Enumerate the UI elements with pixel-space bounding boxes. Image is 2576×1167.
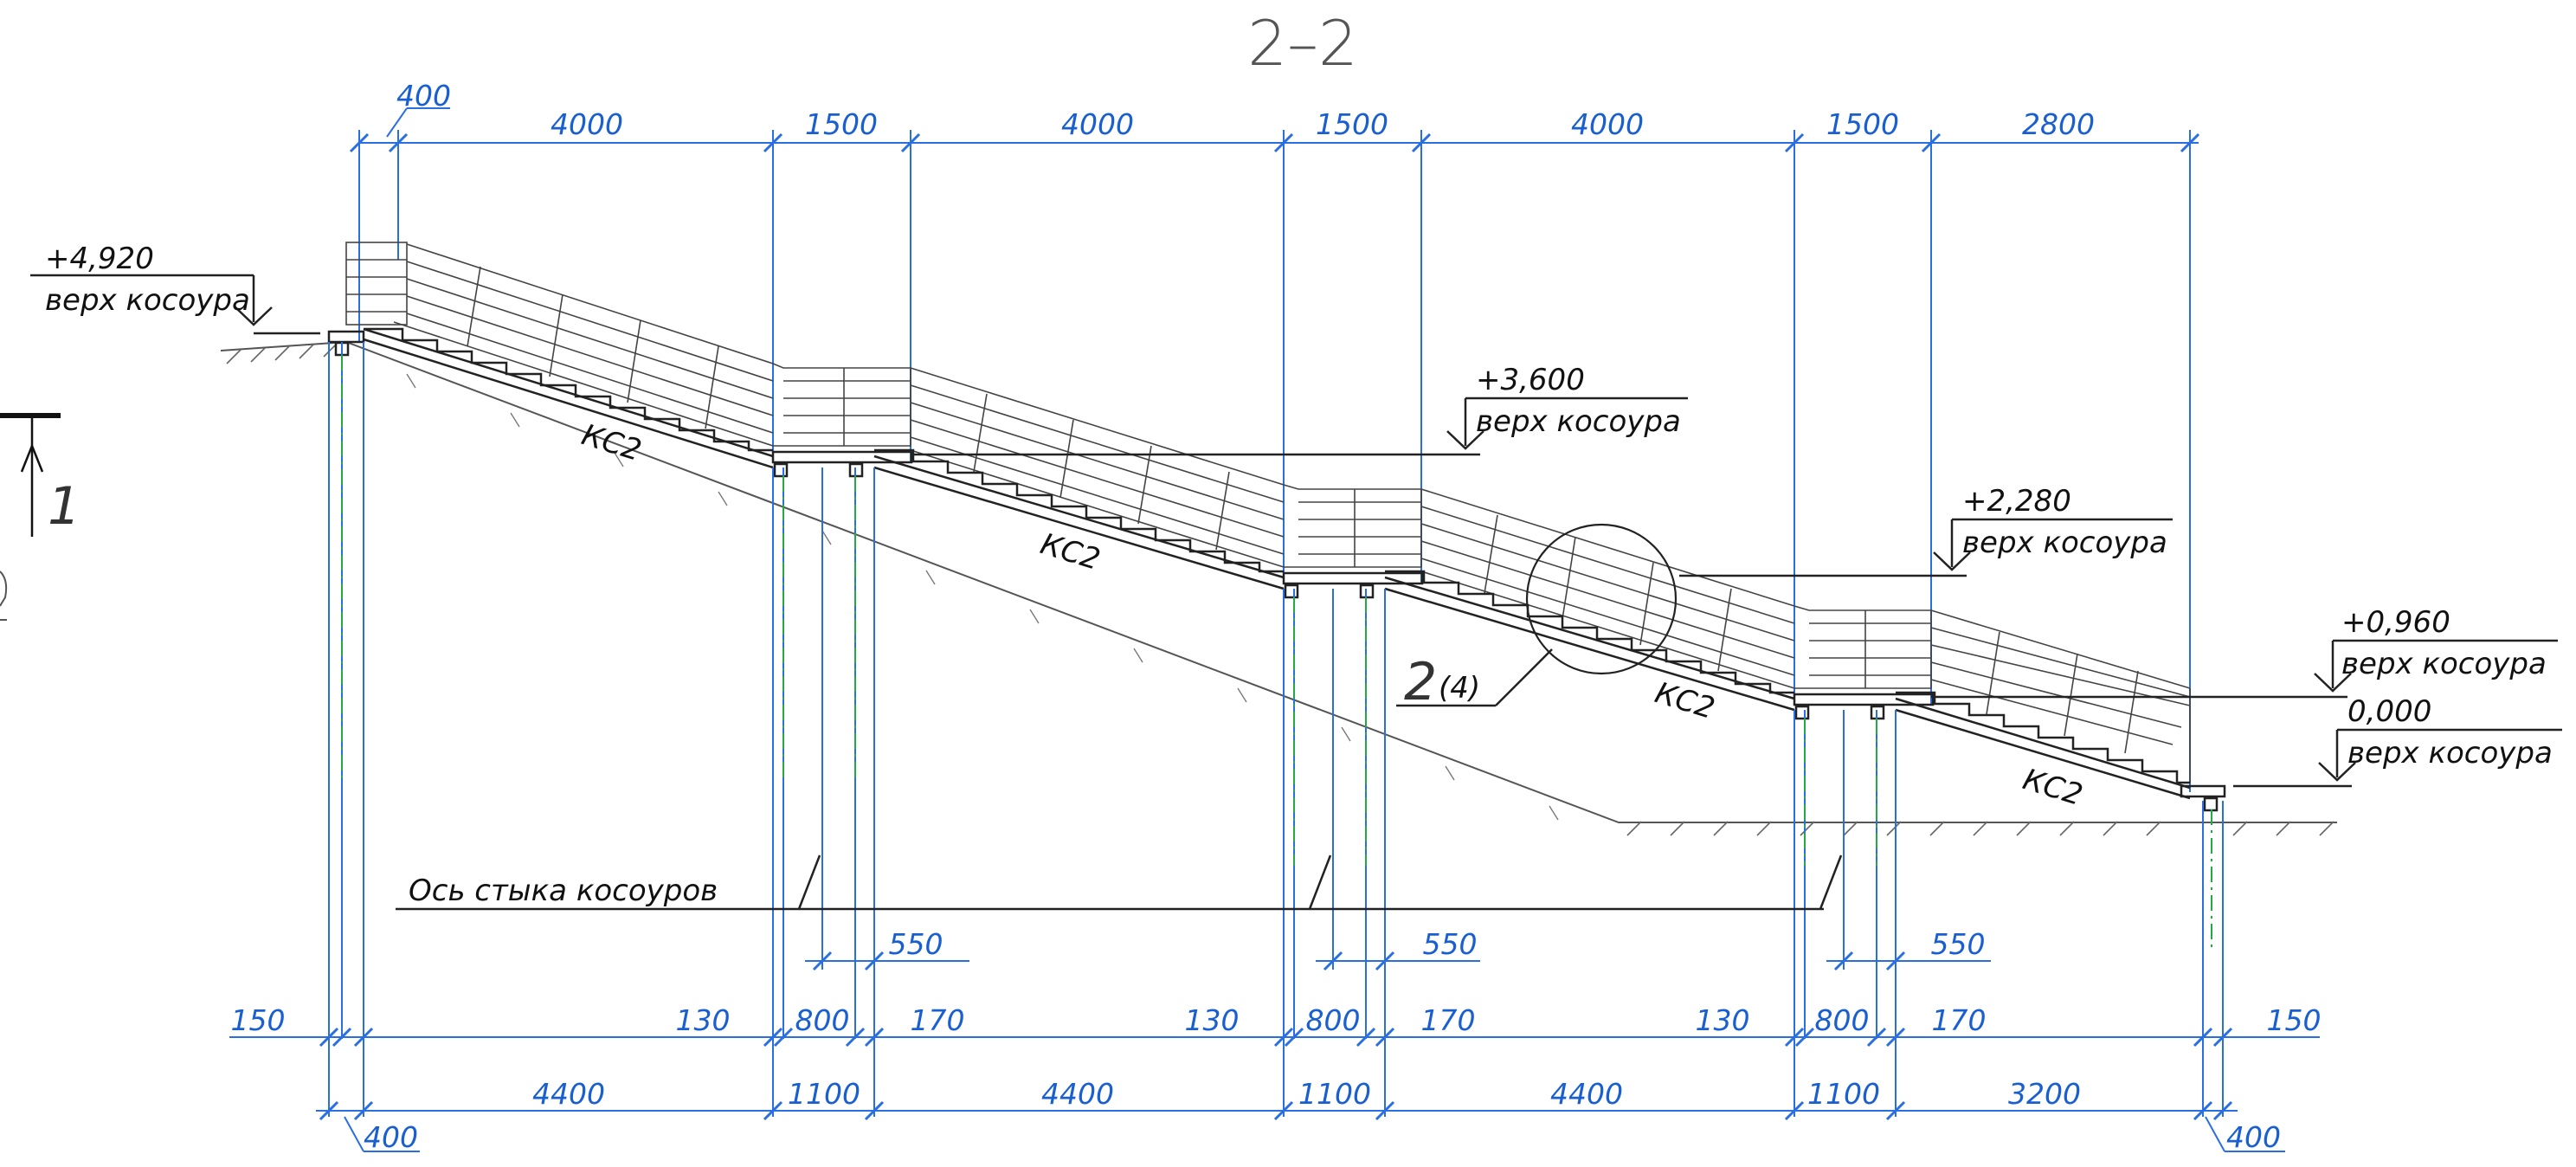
elevation-note: верх косоура xyxy=(2341,647,2547,681)
support-width: 550 xyxy=(1423,927,1478,961)
top-dim-span: 4000 xyxy=(1061,107,1134,141)
elevation-value: +3,600 xyxy=(1476,363,1585,397)
stringer-mark: КС2 xyxy=(1651,675,1718,726)
detail-dim: 170 xyxy=(1421,1003,1476,1037)
detail-dim: 170 xyxy=(911,1003,965,1037)
section-cut-mark: 1 xyxy=(0,413,80,621)
detail-callout-sheet: (4) xyxy=(1439,671,1480,706)
support-width: 550 xyxy=(1931,927,1986,961)
stair-railing xyxy=(345,242,2191,783)
detail-dim: 150 xyxy=(231,1003,286,1037)
detail-dim: 170 xyxy=(1932,1003,1987,1037)
support-width: 550 xyxy=(889,927,943,961)
stringer-mark: КС2 xyxy=(2019,762,2086,813)
support-width-dims: 550 550 550 xyxy=(805,927,1991,971)
bottom-dim-offset-left: 400 xyxy=(364,1120,418,1154)
center-lines xyxy=(341,355,2212,952)
detail-dims-row: 150 130 800 170 130 800 170 130 800 170 … xyxy=(229,1003,2322,1048)
elevation-value: +0,960 xyxy=(2341,605,2450,640)
bottom-dim-span: 4400 xyxy=(1041,1077,1114,1111)
elevation-note: верх косоура xyxy=(45,283,250,318)
top-dim-span: 1500 xyxy=(1316,107,1388,141)
elevation-value: +4,920 xyxy=(45,242,154,276)
joint-axis-label: Ось стыка косоуров xyxy=(409,874,718,908)
elevation-value: 0,000 xyxy=(2347,694,2431,729)
ground-line xyxy=(220,340,2337,836)
stringer-mark: КС2 xyxy=(1036,526,1104,577)
top-dim-span: 1500 xyxy=(805,107,878,141)
elevation-note: верх косоура xyxy=(1962,525,2167,560)
detail-dim: 130 xyxy=(1185,1003,1240,1037)
elevation-marker: 0,000 верх косоура xyxy=(2233,694,2562,788)
elevation-marker: +3,600 верх косоура xyxy=(911,363,1688,456)
detail-dim: 800 xyxy=(1306,1003,1361,1037)
detail-callout-number: 2 xyxy=(1404,652,1437,712)
detail-callout: 2 (4) xyxy=(1396,523,1678,712)
bottom-dim-span: 1100 xyxy=(1807,1077,1880,1111)
bottom-dim-offset-right: 400 xyxy=(2226,1120,2281,1154)
top-dimension-chain: 400 4000 1500 4000 1500 4000 1500 2800 xyxy=(349,79,2200,792)
top-dim-offset: 400 xyxy=(396,79,451,113)
bottom-dim-span: 3200 xyxy=(2008,1077,2081,1111)
elevation-marker: +2,280 верх косоура xyxy=(1679,484,2173,577)
top-dim-span: 2800 xyxy=(2022,107,2095,141)
elevation-note: верх косоура xyxy=(2347,736,2553,770)
elevation-note: верх косоура xyxy=(1476,404,1681,439)
detail-dim: 130 xyxy=(1696,1003,1750,1037)
elevation-marker: +4,920 верх косоура xyxy=(30,242,320,335)
bottom-dim-span: 4400 xyxy=(1550,1077,1623,1111)
stair-stringers xyxy=(327,327,2226,812)
detail-dim: 800 xyxy=(795,1003,850,1037)
detail-dim: 800 xyxy=(1815,1003,1870,1037)
detail-dim: 150 xyxy=(2267,1003,2322,1037)
bottom-dim-span: 1100 xyxy=(1298,1077,1371,1111)
section-cut-number: 1 xyxy=(48,476,80,537)
top-dim-span: 1500 xyxy=(1826,107,1899,141)
section-title: 2–2 xyxy=(1247,7,1358,80)
bottom-dimension-chain: 4400 1100 4400 1100 4400 1100 3200 400 4… xyxy=(316,1077,2285,1154)
elevation-value: +2,280 xyxy=(1962,484,2071,519)
elevation-marker: +0,960 верх косоура xyxy=(1931,605,2558,699)
detail-dim: 130 xyxy=(676,1003,731,1037)
joint-axis: Ось стыка косоуров xyxy=(396,854,1843,911)
top-dim-span: 4000 xyxy=(1571,107,1644,141)
bottom-dim-span: 4400 xyxy=(532,1077,605,1111)
bottom-dim-span: 1100 xyxy=(788,1077,860,1111)
top-dim-span: 4000 xyxy=(551,107,623,141)
